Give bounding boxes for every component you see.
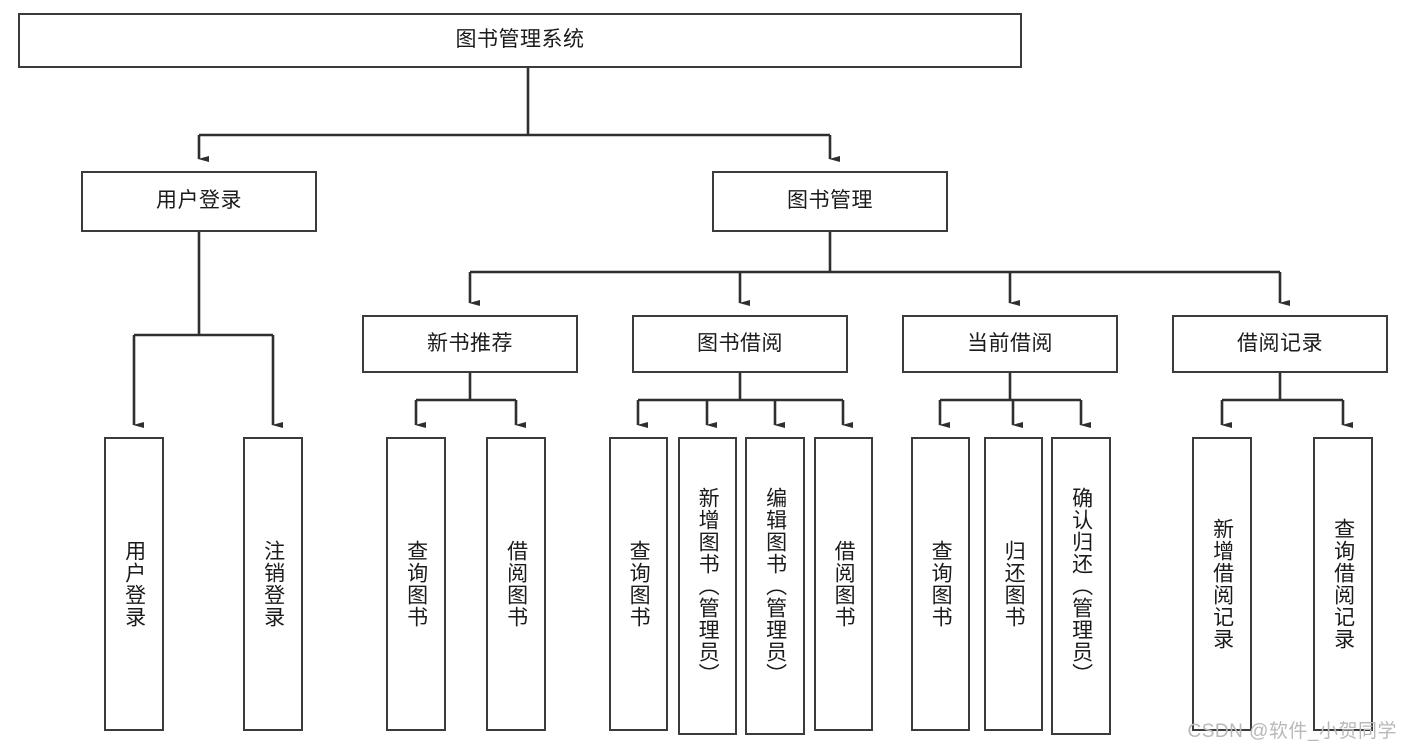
node-leaf-confirm-return-admin[interactable]: 确认归还（管理员） <box>1051 437 1111 735</box>
node-leaf-query-book-rec[interactable]: 查询图书 <box>386 437 446 731</box>
watermark-text: CSDN @软件_小贺同学 <box>1187 721 1397 742</box>
node-label: 注销登录 <box>261 540 285 628</box>
node-label: 借阅记录 <box>1237 331 1323 355</box>
node-leaf-add-book-admin[interactable]: 新增图书（管理员） <box>678 437 737 735</box>
node-root[interactable]: 图书管理系统 <box>18 13 1022 68</box>
node-current-borrow[interactable]: 当前借阅 <box>902 315 1118 373</box>
node-leaf-borrow-book[interactable]: 借阅图书 <box>814 437 873 731</box>
node-label: 编辑图书（管理员） <box>763 487 787 685</box>
node-leaf-user-login[interactable]: 用户登录 <box>104 437 164 731</box>
node-label: 图书管理 <box>787 189 873 213</box>
node-user-login[interactable]: 用户登录 <box>81 171 317 232</box>
node-leaf-query-book-borrow[interactable]: 查询图书 <box>609 437 668 731</box>
node-leaf-edit-book-admin[interactable]: 编辑图书（管理员） <box>745 437 805 735</box>
node-label: 用户登录 <box>156 189 242 213</box>
node-leaf-add-borrow-record[interactable]: 新增借阅记录 <box>1192 437 1252 731</box>
node-leaf-query-borrow-record[interactable]: 查询借阅记录 <box>1313 437 1373 731</box>
node-leaf-query-book-current[interactable]: 查询图书 <box>911 437 970 731</box>
node-label: 借阅图书 <box>832 540 856 628</box>
node-label: 确认归还（管理员） <box>1069 487 1093 685</box>
node-book-borrow[interactable]: 图书借阅 <box>632 315 848 373</box>
node-label: 查询图书 <box>404 540 428 628</box>
node-label: 图书借阅 <box>697 331 783 355</box>
node-new-book-rec[interactable]: 新书推荐 <box>362 315 578 373</box>
node-book-manage[interactable]: 图书管理 <box>712 171 948 232</box>
node-label: 查询图书 <box>627 540 651 628</box>
node-label: 新书推荐 <box>427 331 513 355</box>
node-label: 查询借阅记录 <box>1331 518 1355 650</box>
node-label: 借阅图书 <box>504 540 528 628</box>
node-label: 新增图书（管理员） <box>696 487 720 685</box>
node-label: 当前借阅 <box>967 331 1053 355</box>
node-label: 图书管理系统 <box>455 28 585 52</box>
node-borrow-record[interactable]: 借阅记录 <box>1172 315 1388 373</box>
node-leaf-logout[interactable]: 注销登录 <box>243 437 303 731</box>
node-label: 用户登录 <box>122 540 146 628</box>
node-label: 新增借阅记录 <box>1210 518 1234 650</box>
node-leaf-borrow-book-rec[interactable]: 借阅图书 <box>486 437 546 731</box>
node-leaf-return-book[interactable]: 归还图书 <box>984 437 1043 731</box>
node-label: 查询图书 <box>929 540 953 628</box>
node-label: 归还图书 <box>1002 540 1026 628</box>
